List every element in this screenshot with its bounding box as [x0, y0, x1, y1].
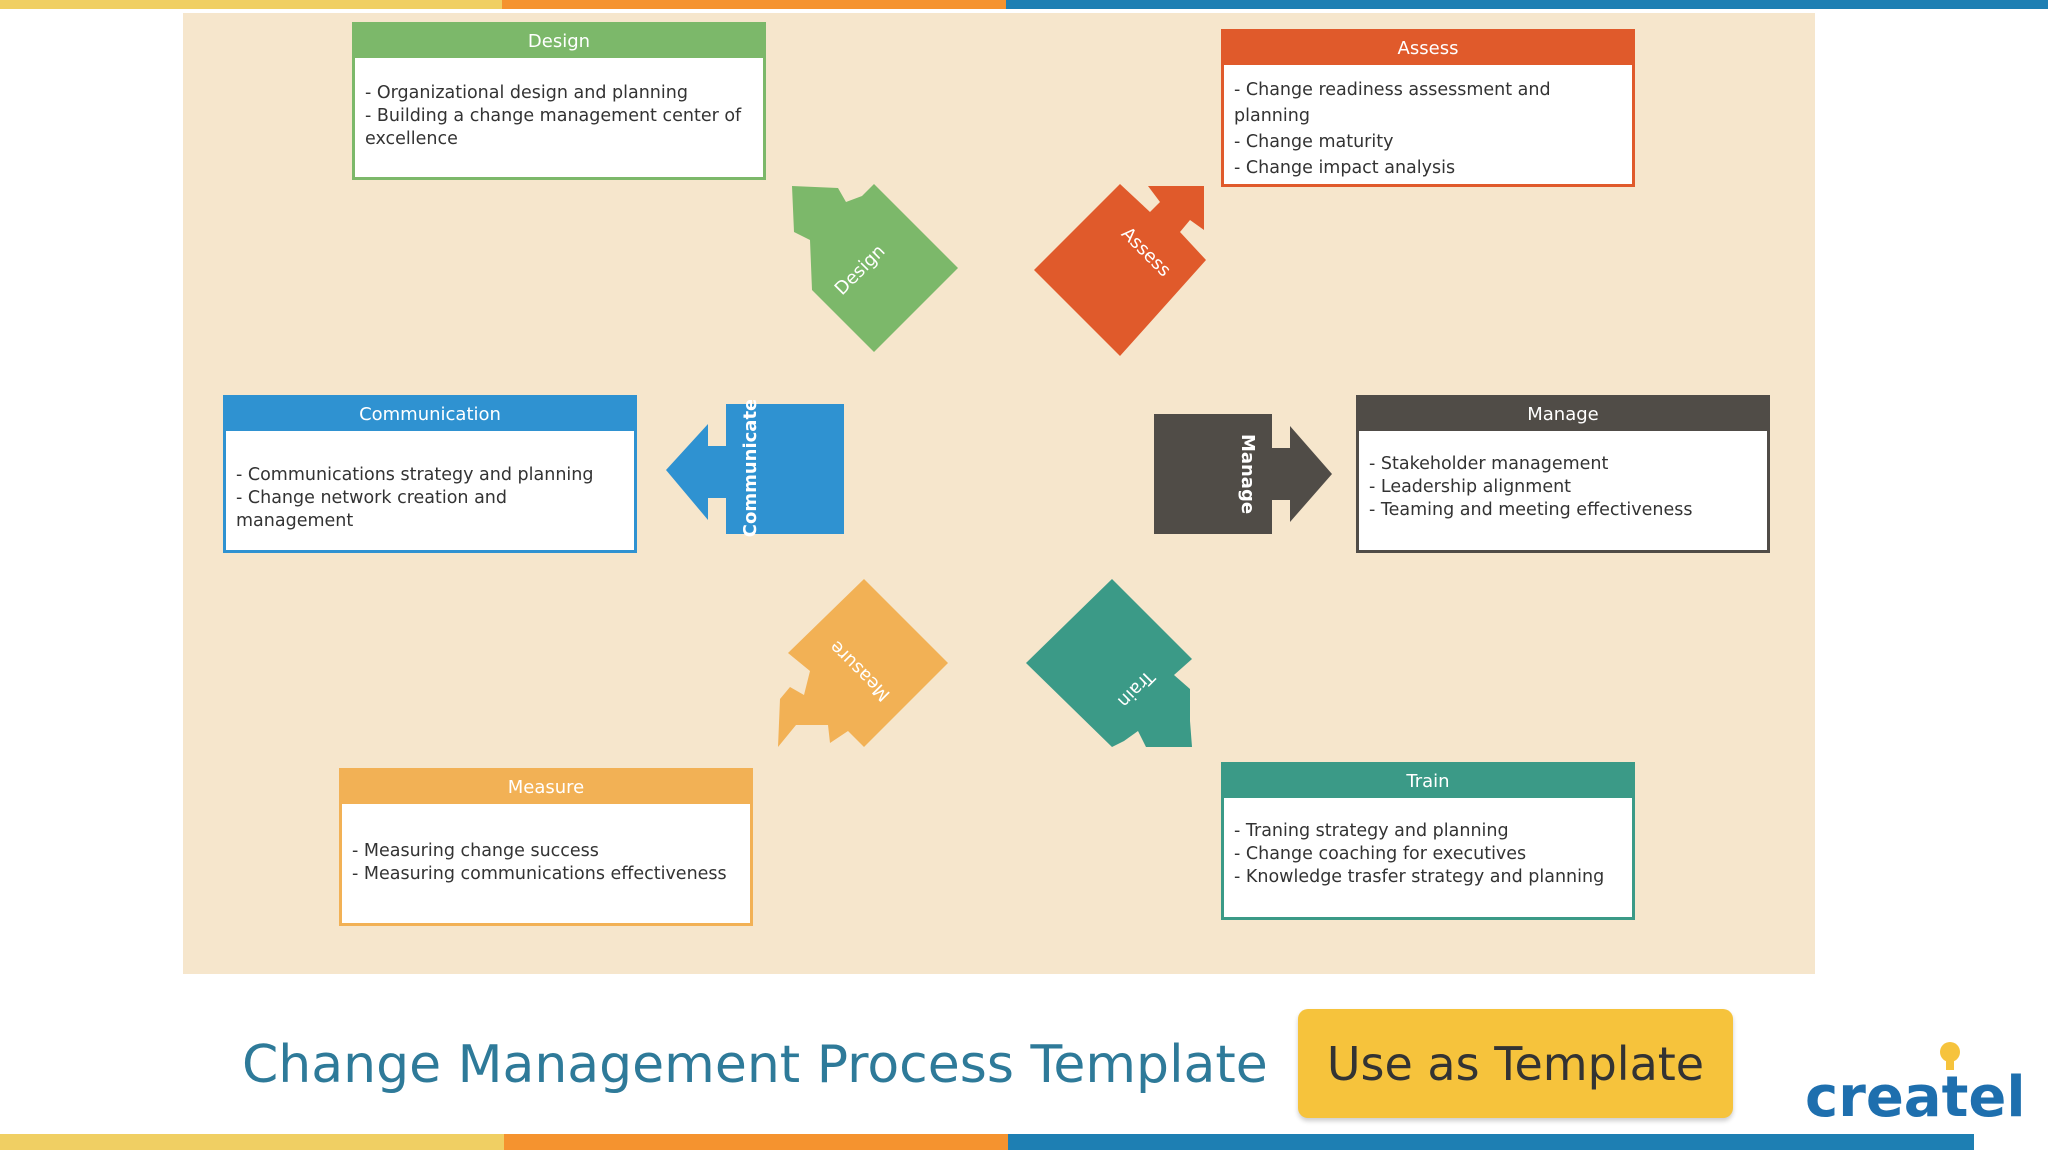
bottom-stripe-blue: [1008, 1134, 1974, 1150]
list-item: - Knowledge trasfer strategy and plannin…: [1234, 867, 1605, 887]
train-piece-shape: [1026, 579, 1192, 747]
measure-card-title: Measure: [342, 771, 750, 804]
train-card-title: Train: [1224, 765, 1632, 798]
measure-card-list: - Measuring change success - Measuring c…: [342, 804, 750, 896]
train-card-list: - Traning strategy and planning - Change…: [1224, 798, 1632, 899]
manage-piece: Manage: [1154, 414, 1332, 534]
communication-card-title: Communication: [226, 398, 634, 431]
page-title: Change Management Process Template: [242, 1035, 1268, 1095]
manage-card: Manage - Stakeholder management - Leader…: [1356, 395, 1770, 553]
list-item: - Traning strategy and planning: [1234, 821, 1509, 841]
lightbulb-icon: [1940, 1042, 1960, 1062]
list-item: - Stakeholder management: [1369, 454, 1609, 474]
bottom-stripe-orange: [504, 1134, 1008, 1150]
measure-piece-shape: [778, 579, 948, 747]
measure-card: Measure - Measuring change success - Mea…: [339, 768, 753, 926]
communication-card-list: - Communications strategy and planning -…: [226, 431, 634, 543]
train-piece: Train: [1026, 579, 1192, 747]
list-item: - Measuring communications effectiveness: [352, 864, 727, 884]
manage-piece-label: Manage: [1237, 434, 1258, 514]
assess-card: Assess - Change readiness assessment and…: [1221, 29, 1635, 187]
top-stripe-yellow: [0, 0, 502, 9]
design-piece: Design: [792, 184, 958, 352]
list-item: - Measuring change success: [352, 841, 599, 861]
measure-piece: Measure: [778, 579, 948, 747]
lightbulb-base-icon: [1946, 1060, 1954, 1070]
use-as-template-button[interactable]: Use as Template: [1298, 1009, 1733, 1118]
assess-card-title: Assess: [1224, 32, 1632, 65]
design-card-list: - Organizational design and planning - B…: [355, 58, 763, 161]
list-item: - Communications strategy and planning: [236, 465, 594, 485]
design-card: Design - Organizational design and plann…: [352, 22, 766, 180]
communicate-piece: Communicate: [666, 400, 844, 537]
top-stripe-blue: [1006, 0, 2048, 9]
list-item: - Organizational design and planning: [365, 83, 688, 103]
list-item: - Change impact analysis: [1234, 158, 1456, 178]
list-item: - Teaming and meeting effectiveness: [1369, 500, 1693, 520]
assess-card-list: - Change readiness assessment and planni…: [1224, 65, 1632, 191]
communicate-piece-shape: [666, 404, 844, 534]
list-item: - Change coaching for executives: [1234, 844, 1527, 864]
design-card-title: Design: [355, 25, 763, 58]
manage-piece-shape: [1154, 414, 1332, 534]
list-item: - Change network creation and management: [236, 488, 508, 531]
top-stripe-orange: [502, 0, 1006, 9]
list-item: - Building a change management center of…: [365, 106, 742, 149]
list-item: - Change maturity: [1234, 132, 1394, 152]
creately-logo-text: creately: [1805, 1065, 2026, 1128]
train-card: Train - Traning strategy and planning - …: [1221, 762, 1635, 920]
assess-piece: Assess: [1034, 184, 1206, 356]
bottom-stripe-yellow: [0, 1134, 504, 1150]
manage-card-title: Manage: [1359, 398, 1767, 431]
communicate-piece-label: Communicate: [740, 400, 761, 537]
list-item: - Leadership alignment: [1369, 477, 1572, 497]
design-piece-shape: [792, 184, 958, 352]
list-item: - Change readiness assessment and planni…: [1234, 80, 1551, 126]
assess-piece-shape: [1034, 184, 1206, 356]
communication-card: Communication - Communications strategy …: [223, 395, 637, 553]
manage-card-list: - Stakeholder management - Leadership al…: [1359, 431, 1767, 532]
creately-logo[interactable]: creately: [1801, 1038, 2026, 1128]
